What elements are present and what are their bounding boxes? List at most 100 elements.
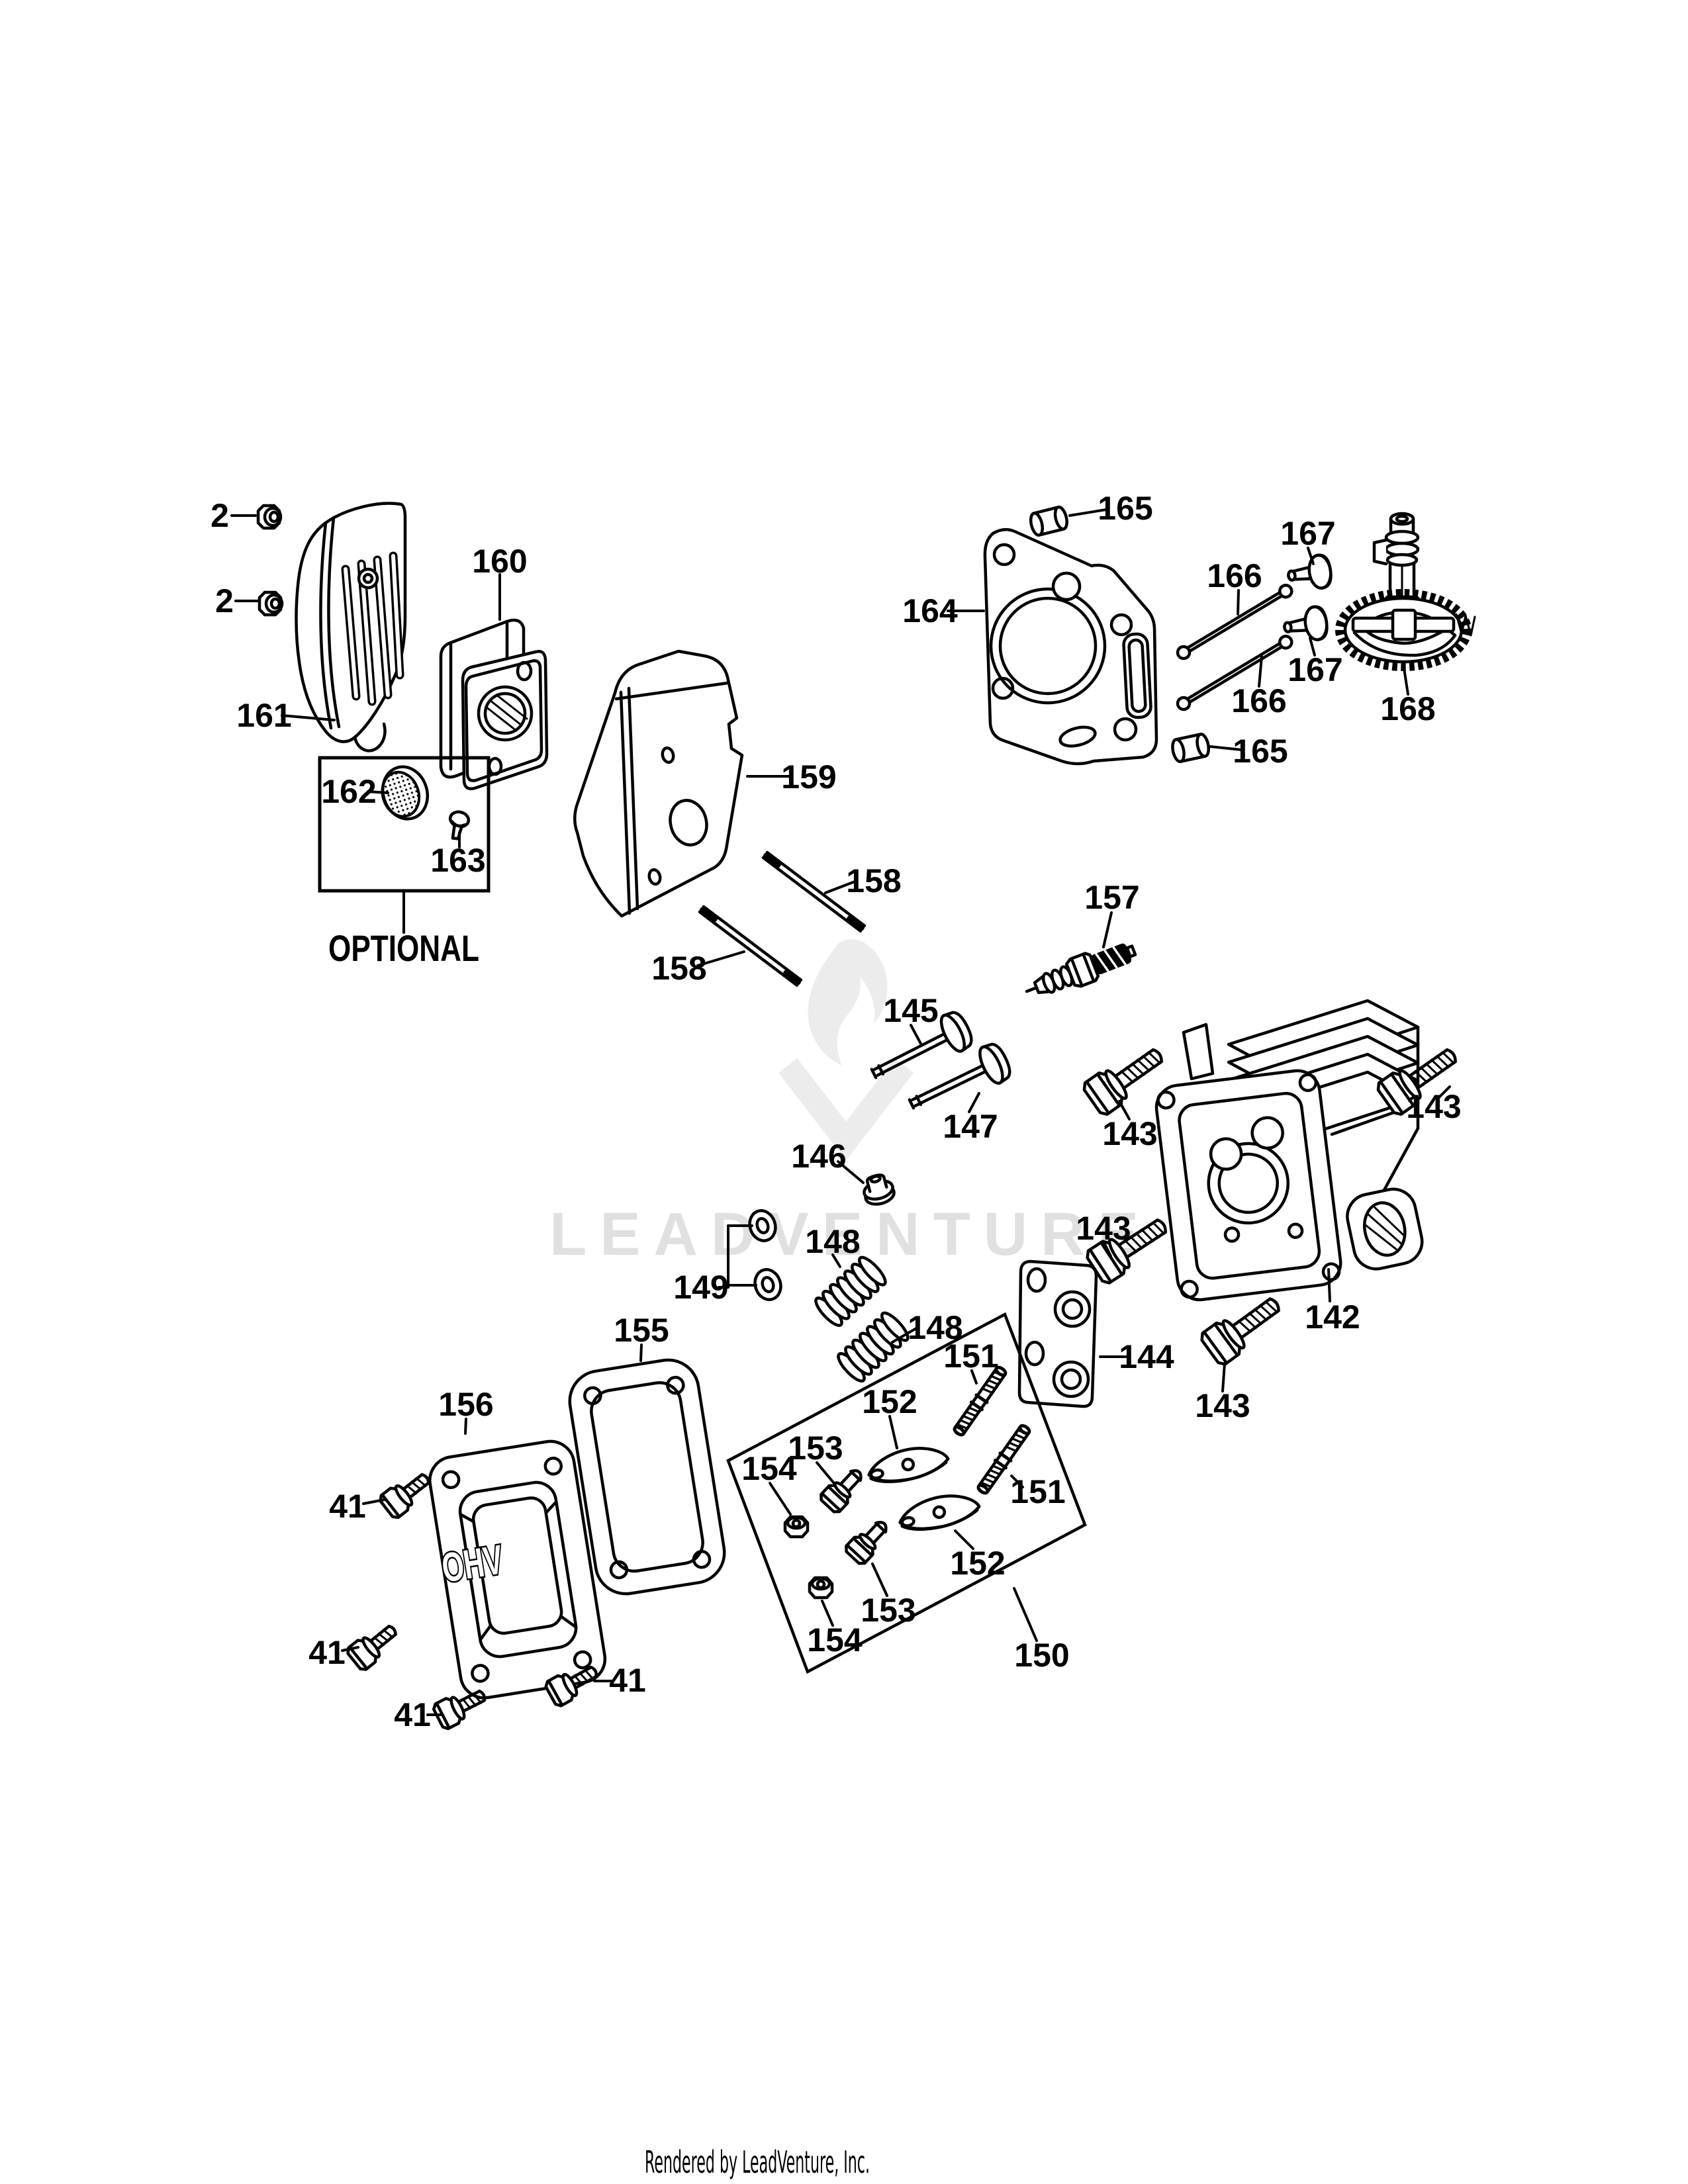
part-number-label: 156: [438, 1386, 493, 1423]
part-number-label: 167: [1280, 515, 1335, 552]
part-number-label: 164: [902, 592, 958, 629]
callout-leader-line: [891, 1326, 919, 1343]
dowel-pin: [1171, 733, 1211, 762]
part-number-label: 166: [1231, 682, 1286, 719]
part-number-label: 143: [1102, 1115, 1157, 1152]
callout-leader-line: [821, 1600, 834, 1627]
cylinder-head: [1154, 999, 1424, 1302]
part-number-label: 2: [211, 497, 229, 534]
part-number-label: 149: [673, 1269, 728, 1306]
parts-drawings: OHV: [258, 502, 1476, 1731]
rocker-plate: [1017, 1259, 1098, 1408]
rocker-pivot-bolt: [843, 1515, 894, 1566]
part-number-label: 150: [1014, 1637, 1069, 1674]
part-number-label: 41: [329, 1488, 366, 1525]
part-number-label: 153: [788, 1430, 843, 1467]
head-gasket: [983, 527, 1158, 766]
cover-screw: [346, 1618, 402, 1672]
valve-stem-seal: [863, 1173, 896, 1206]
part-number-label: 155: [614, 1312, 669, 1349]
part-number-label: 154: [807, 1621, 863, 1659]
callout-leader-line: [1237, 589, 1240, 615]
part-number-label: 158: [651, 950, 706, 987]
valve-cover-gasket: [568, 1358, 726, 1596]
part-number-label: 147: [943, 1108, 998, 1145]
part-number-label: 167: [1288, 651, 1342, 688]
callout-leader-line: [1010, 1475, 1024, 1488]
callout-leader-line: [362, 1498, 386, 1505]
part-number-label: 143: [1406, 1088, 1461, 1125]
callout-leader-line: [1118, 1100, 1131, 1120]
callout-leader-line: [888, 1415, 898, 1449]
rocker-kit-box: [726, 1312, 1087, 1674]
callout-leader-line: [954, 1529, 974, 1550]
callout-leader-line: [1068, 508, 1107, 517]
part-number-label: 166: [1207, 557, 1262, 594]
flange-nut: [259, 592, 282, 615]
part-number-label: 41: [394, 1696, 431, 1733]
part-number-label: 161: [236, 697, 291, 734]
part-number-label: 158: [846, 862, 901, 899]
part-number-label: 159: [781, 758, 836, 796]
part-number-label: 165: [1233, 733, 1288, 770]
callout-leader-line: [341, 1646, 359, 1652]
part-number-label: 143: [1076, 1210, 1131, 1247]
rocker-nut: [785, 1517, 808, 1537]
callout-leader-line: [837, 1160, 865, 1184]
callout-leader-line: [1258, 655, 1263, 688]
part-number-label: 163: [430, 842, 485, 879]
part-number-label: 152: [950, 1545, 1005, 1582]
part-number-label: 154: [741, 1450, 797, 1487]
valve-lifter: [1286, 554, 1333, 592]
ohv-embossing: OHV: [439, 1537, 506, 1592]
part-number-label: 41: [609, 1662, 646, 1699]
rocker-arm: [866, 1443, 951, 1486]
cylinder-head-stud: [700, 907, 801, 985]
callout-leader-line: [1403, 667, 1409, 696]
muffler: [439, 618, 549, 790]
part-number-label: 153: [861, 1592, 915, 1629]
callout-leader-line: [824, 880, 858, 894]
callout-leader-line: [367, 790, 389, 794]
muffler-guard: [295, 502, 407, 752]
flange-nut: [258, 506, 281, 528]
valve-cover: [428, 1439, 607, 1700]
part-number-label: 151: [943, 1338, 998, 1375]
part-number-label: 142: [1305, 1298, 1360, 1336]
rocker-stud: [952, 1365, 1008, 1437]
rocker-pivot-bolt: [818, 1463, 868, 1514]
spark-arrestor-screen: [381, 765, 429, 821]
callout-leader-line: [1307, 547, 1315, 565]
callout-leader-line: [1013, 1587, 1038, 1642]
part-number-label: 151: [1010, 1473, 1065, 1510]
valve-spring: [835, 1310, 912, 1385]
part-number-label: 152: [862, 1383, 917, 1420]
callout-leader-line: [1221, 1362, 1226, 1392]
cover-screw: [378, 1467, 436, 1520]
rocker-arm: [897, 1490, 982, 1533]
callout-leader-line: [1209, 745, 1243, 751]
callout-leader-line: [910, 1024, 922, 1045]
part-number-label: 144: [1119, 1338, 1174, 1375]
part-number-label: 143: [1195, 1387, 1250, 1424]
callout-leader-line: [1438, 1085, 1451, 1099]
part-number-label: 2: [215, 582, 234, 619]
part-number-label: 148: [908, 1309, 962, 1346]
callout-leader-line: [1103, 1242, 1112, 1257]
callout-leader-line: [871, 1563, 888, 1597]
camshaft: [1335, 512, 1476, 671]
watermark-flame-icon: [808, 939, 888, 1066]
part-number-label: 146: [791, 1138, 846, 1175]
callout-layer: 2216116016216316416516516616616716716815…: [211, 490, 1462, 1733]
callout-leader-line: [968, 1092, 980, 1113]
part-number-label: 41: [308, 1634, 346, 1671]
watermark-v-notch: [814, 1058, 878, 1107]
callout-leader-line: [816, 1461, 835, 1484]
callout-leader-line: [1327, 1268, 1331, 1302]
part-number-label: 145: [883, 992, 938, 1029]
callout-leader-line: [769, 1482, 792, 1516]
optional-caption: OPTIONAL: [328, 927, 479, 969]
heat-shield: [573, 649, 744, 918]
callout-leader-line: [696, 950, 745, 967]
